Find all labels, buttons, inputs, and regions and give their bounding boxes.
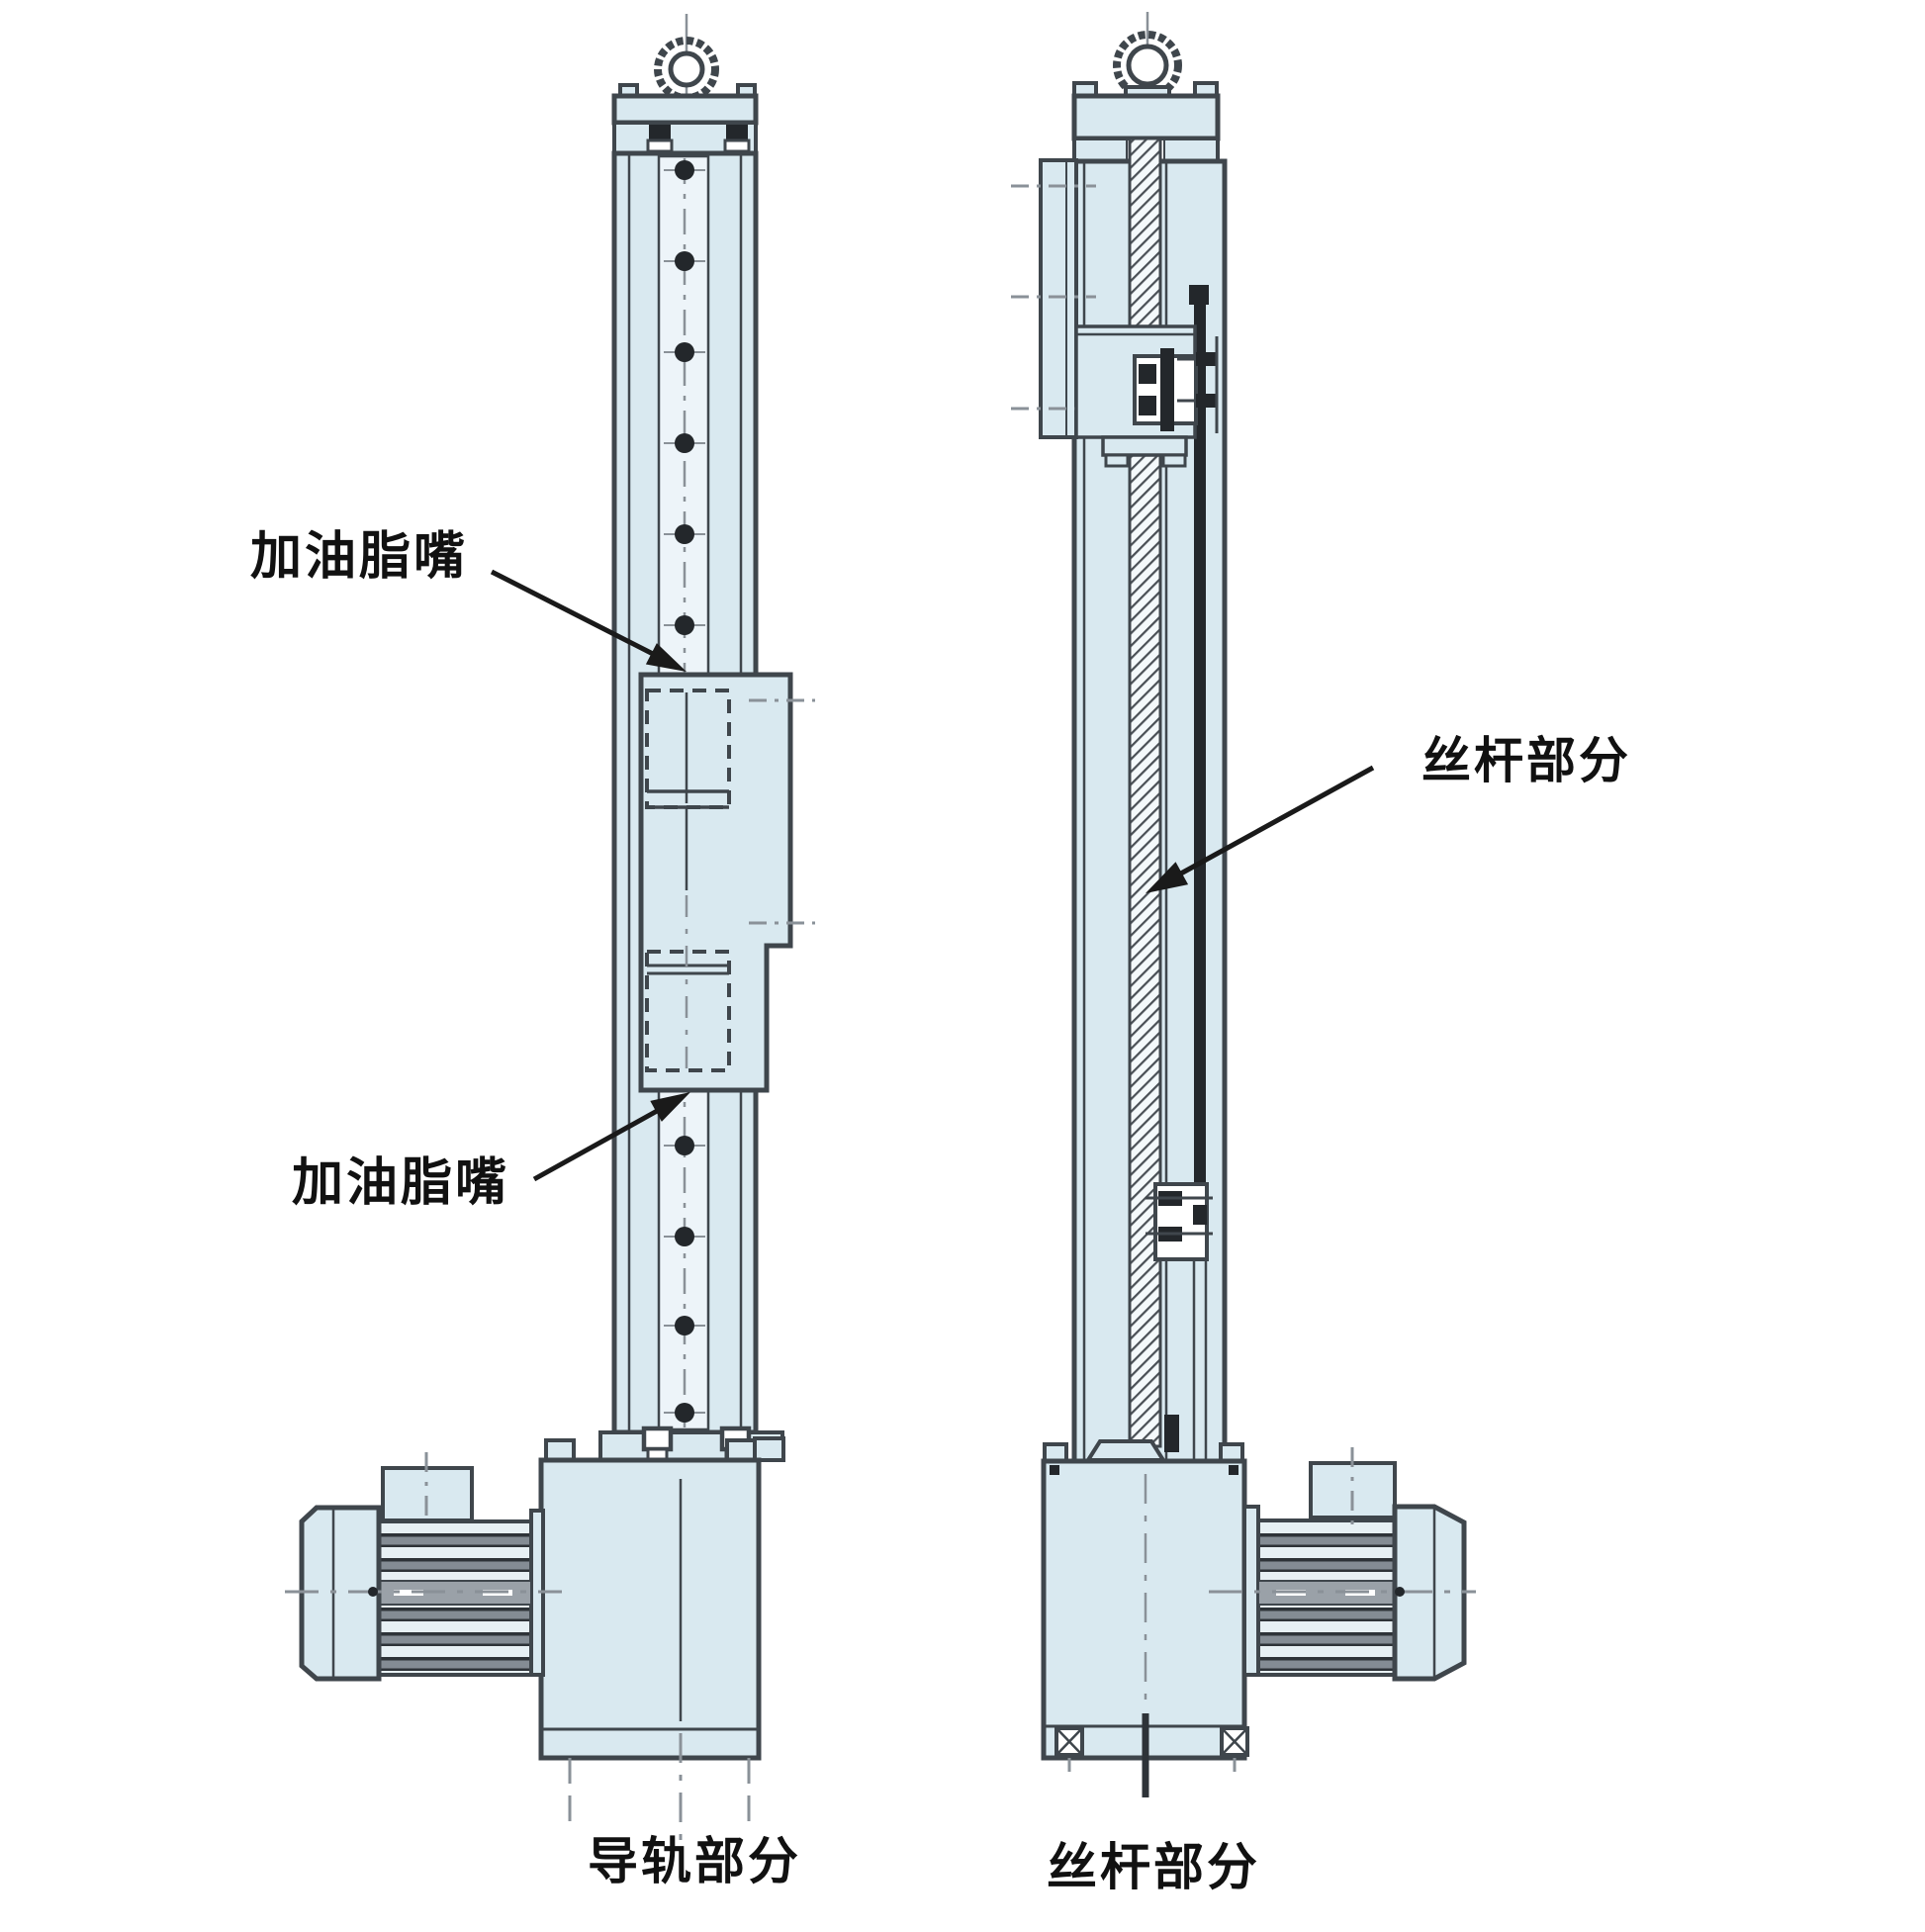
side-view-ball-screw	[1011, 12, 1476, 1797]
gearbox	[1041, 1442, 1249, 1797]
top-plate	[611, 83, 759, 155]
grease-nipple-label-bottom: 加油脂嘴	[292, 1154, 510, 1212]
screw-section-callout-label: 丝杆部分	[1421, 733, 1631, 788]
cover-strip	[1189, 285, 1209, 1461]
top-plate	[1071, 81, 1221, 163]
grease-nipple-top-arrow	[490, 569, 687, 672]
ballscrew-hatch	[1128, 137, 1162, 1448]
grease-holes	[664, 160, 705, 1423]
motor	[285, 1452, 562, 1682]
motor-end-cap	[299, 1505, 382, 1682]
grease-nipple-bottom-arrow	[532, 1092, 690, 1182]
motor	[1209, 1447, 1476, 1682]
slider-carriage	[638, 672, 815, 1093]
grease-nipple-label-top: 加油脂嘴	[250, 528, 469, 586]
ballnut	[1133, 336, 1219, 433]
support-bearing	[1146, 1182, 1213, 1261]
right-view-caption: 丝杆部分	[1047, 1839, 1261, 1895]
left-view-caption: 导轨部分	[588, 1833, 802, 1889]
front-view-guide-rail	[285, 14, 815, 1885]
gearbox	[538, 1438, 762, 1885]
slider-carriage-side	[1011, 158, 1197, 468]
screw-section-arrow	[1146, 765, 1375, 893]
grease-hole	[664, 160, 705, 1423]
callout-arrows	[490, 569, 1375, 1182]
